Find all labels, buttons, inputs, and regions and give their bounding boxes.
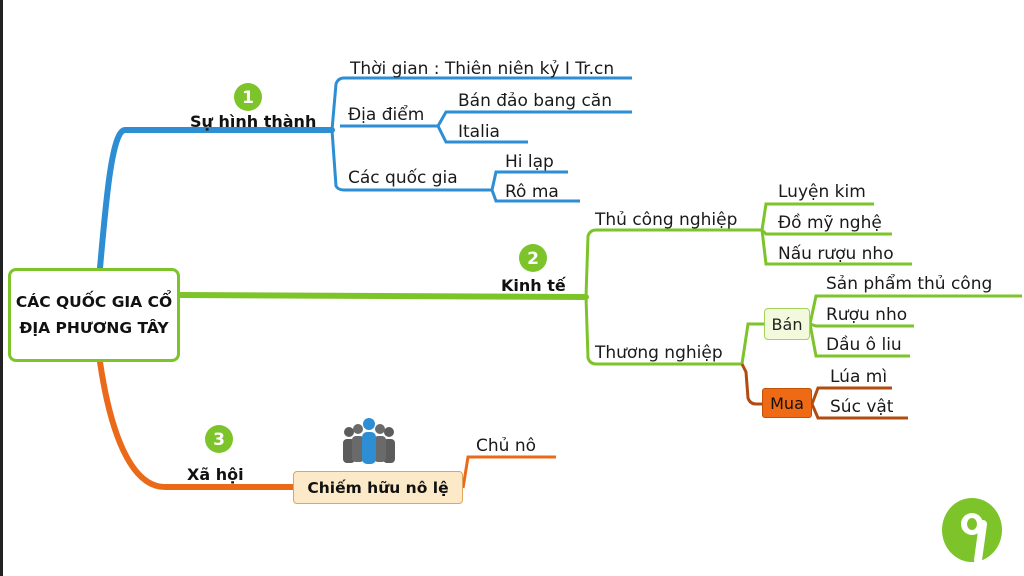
branch3-sub-lines xyxy=(461,455,556,489)
slavery-label: Chiếm hữu nô lệ xyxy=(307,478,449,497)
branch1-sub-lines xyxy=(330,76,632,203)
branch3-main-line xyxy=(97,359,297,490)
svg-text:3: 3 xyxy=(213,430,225,450)
time-label: Thời gian : Thiên niên kỷ I Tr.cn xyxy=(349,59,614,79)
number-nine-logo-icon xyxy=(942,498,1002,564)
central-title: CÁC QUỐC GIA CỔ ĐỊA PHƯƠNG TÂY xyxy=(15,293,173,337)
states-item: Hi lạp xyxy=(505,152,554,172)
buy-item: Súc vật xyxy=(830,397,894,417)
place-label: Địa điểm xyxy=(348,104,424,125)
central-topic: CÁC QUỐC GIA CỔ ĐỊA PHƯƠNG TÂY xyxy=(8,268,180,362)
slave-owner-label: Chủ nô xyxy=(476,436,536,456)
branch1-title: Sự hình thành xyxy=(190,112,316,131)
branch2-buy-lines xyxy=(740,363,908,420)
branch2-sub-lines xyxy=(584,202,1022,366)
states-label: Các quốc gia xyxy=(348,167,458,188)
branch3-number-badge: 3 xyxy=(205,425,233,453)
sell-label: Bán xyxy=(771,314,803,334)
sell-node: Bán xyxy=(764,308,810,340)
buy-item: Lúa mì xyxy=(830,367,887,387)
branch2-title: Kinh tế xyxy=(501,276,567,295)
place-item: Bán đảo bang căn xyxy=(458,91,612,111)
sell-item: Dầu ô liu xyxy=(826,334,902,355)
states-item: Rô ma xyxy=(505,182,559,202)
slavery-node: Chiếm hữu nô lệ xyxy=(293,471,463,504)
buy-node: Mua xyxy=(762,388,812,418)
trade-label: Thương nghiệp xyxy=(594,343,723,363)
branch3-title: Xã hội xyxy=(187,465,244,484)
svg-text:2: 2 xyxy=(527,249,539,269)
sell-item: Sản phẩm thủ công xyxy=(826,273,992,294)
craft-label: Thủ công nghiệp xyxy=(594,210,737,230)
craft-item: Nấu rượu nho xyxy=(778,243,894,264)
branch1-number-badge: 1 xyxy=(234,83,262,111)
craft-item: Đồ mỹ nghệ xyxy=(778,212,882,233)
branch2-main-line xyxy=(177,292,589,300)
place-item: Italia xyxy=(458,122,500,142)
people-group-icon xyxy=(343,418,395,464)
branch1-main-line xyxy=(97,127,335,271)
craft-item: Luyện kim xyxy=(778,182,866,202)
svg-text:1: 1 xyxy=(242,88,254,108)
sell-item: Rượu nho xyxy=(826,305,907,325)
branch2-number-badge: 2 xyxy=(519,244,547,272)
buy-label: Mua xyxy=(770,393,804,413)
